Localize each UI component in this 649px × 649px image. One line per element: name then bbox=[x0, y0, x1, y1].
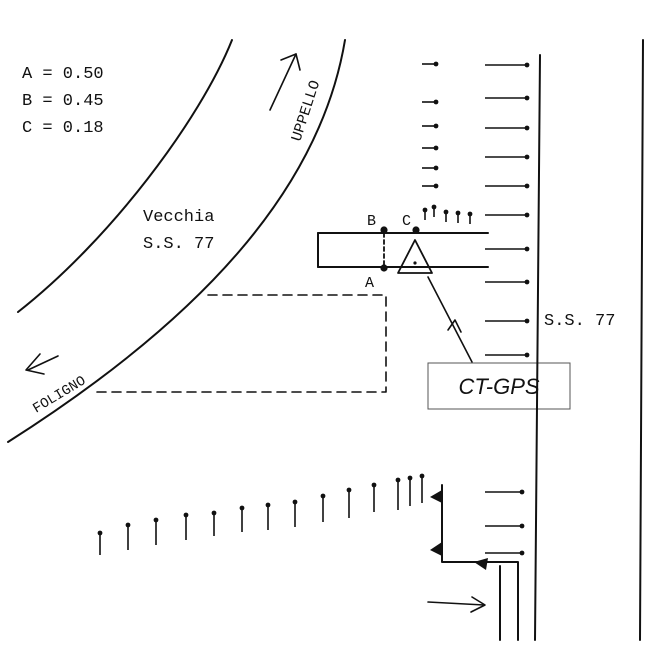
post-head-26 bbox=[125, 522, 131, 528]
lower-side-road bbox=[427, 484, 519, 641]
coefficient-legend: A = 0.50 B = 0.45 C = 0.18 bbox=[22, 65, 104, 138]
post-head-30 bbox=[239, 505, 245, 511]
point-b-marker bbox=[380, 226, 388, 234]
post-head-6 bbox=[524, 212, 530, 218]
foligno-label: FOLIGNO bbox=[30, 373, 89, 417]
post-head-22 bbox=[443, 209, 449, 215]
post-head-7 bbox=[524, 246, 530, 252]
lower-road-tick-2 bbox=[430, 542, 442, 556]
post-head-4 bbox=[524, 154, 530, 160]
uppello-arrow-shaft bbox=[269, 53, 297, 111]
post-head-31 bbox=[265, 502, 271, 508]
post-head-24 bbox=[467, 211, 473, 217]
lower-road-tick-3 bbox=[474, 558, 488, 570]
coefficient-c: C = 0.18 bbox=[22, 119, 104, 138]
point-b-label: B bbox=[367, 213, 376, 230]
post-head-19 bbox=[433, 183, 439, 189]
post-head-11 bbox=[519, 489, 525, 495]
triangle-with-dot-icon bbox=[397, 239, 433, 274]
old-road-label-line1: Vecchia bbox=[143, 208, 214, 227]
main-road-left-edge bbox=[534, 54, 541, 641]
main-road-label: S.S. 77 bbox=[544, 312, 615, 331]
post-head-5 bbox=[524, 183, 530, 189]
station-center-dot bbox=[413, 261, 417, 265]
post-head-1 bbox=[524, 62, 530, 68]
post-head-3 bbox=[524, 125, 530, 131]
post-head-16 bbox=[433, 123, 439, 129]
side-road bbox=[317, 232, 489, 268]
lower-road-tick-1 bbox=[430, 490, 442, 503]
post-head-18 bbox=[433, 165, 439, 171]
post-head-33 bbox=[320, 493, 326, 499]
point-a-label: A bbox=[365, 275, 374, 292]
uppello-label: UPPELLO bbox=[289, 78, 325, 143]
post-head-14 bbox=[433, 61, 439, 67]
foligno-arrow-head bbox=[25, 353, 45, 375]
station-leader-line bbox=[427, 276, 473, 363]
post-head-34 bbox=[346, 487, 352, 493]
post-head-23 bbox=[455, 210, 461, 216]
post-head-25 bbox=[97, 530, 103, 536]
point-c-label: C bbox=[402, 213, 411, 230]
post-head-35 bbox=[371, 482, 377, 488]
dashed-building-outline bbox=[91, 294, 387, 393]
point-c-marker bbox=[412, 226, 420, 234]
post-head-12 bbox=[519, 523, 525, 529]
post-head-21 bbox=[431, 204, 437, 210]
coefficient-a: A = 0.50 bbox=[22, 65, 104, 84]
uppello-arrow-head bbox=[280, 53, 301, 71]
post-head-36 bbox=[395, 477, 401, 483]
post-head-9 bbox=[524, 318, 530, 324]
post-head-20 bbox=[422, 207, 428, 213]
station-label: CT-GPS bbox=[458, 374, 539, 399]
post-head-32 bbox=[292, 499, 298, 505]
old-road-curve bbox=[7, 39, 346, 443]
station-label-frame bbox=[427, 362, 571, 410]
station-leader-arrow-icon bbox=[447, 319, 462, 333]
station-label-box: CT-GPS bbox=[427, 362, 571, 410]
main-road-right-edge bbox=[639, 39, 644, 641]
post-head-37 bbox=[407, 475, 413, 481]
coefficient-b: B = 0.45 bbox=[22, 92, 104, 111]
old-road-inner-edge bbox=[17, 39, 233, 313]
old-road-label-line2: S.S. 77 bbox=[143, 235, 214, 254]
survey-points: B A C bbox=[365, 213, 420, 292]
post-head-17 bbox=[433, 145, 439, 151]
post-head-15 bbox=[433, 99, 439, 105]
post-head-8 bbox=[524, 279, 530, 285]
foligno-direction: FOLIGNO bbox=[25, 353, 89, 417]
post-head-10 bbox=[524, 352, 530, 358]
post-head-38 bbox=[419, 473, 425, 479]
point-a-marker bbox=[380, 264, 388, 272]
lower-road-arrow-head bbox=[470, 596, 486, 613]
post-head-27 bbox=[153, 517, 159, 523]
lower-road-arrow-shaft bbox=[427, 601, 485, 606]
post-head-29 bbox=[211, 510, 217, 516]
old-road-label: Vecchia S.S. 77 bbox=[143, 208, 214, 254]
post-head-2 bbox=[524, 95, 530, 101]
post-head-13 bbox=[519, 550, 525, 556]
uppello-direction: UPPELLO bbox=[269, 53, 325, 144]
foligno-arrow-shaft bbox=[27, 355, 59, 371]
old-road-outer-edge bbox=[7, 39, 346, 443]
station-marker bbox=[397, 239, 473, 363]
main-road-ss77: S.S. 77 bbox=[534, 39, 644, 641]
post-marks bbox=[97, 61, 530, 556]
post-head-28 bbox=[183, 512, 189, 518]
